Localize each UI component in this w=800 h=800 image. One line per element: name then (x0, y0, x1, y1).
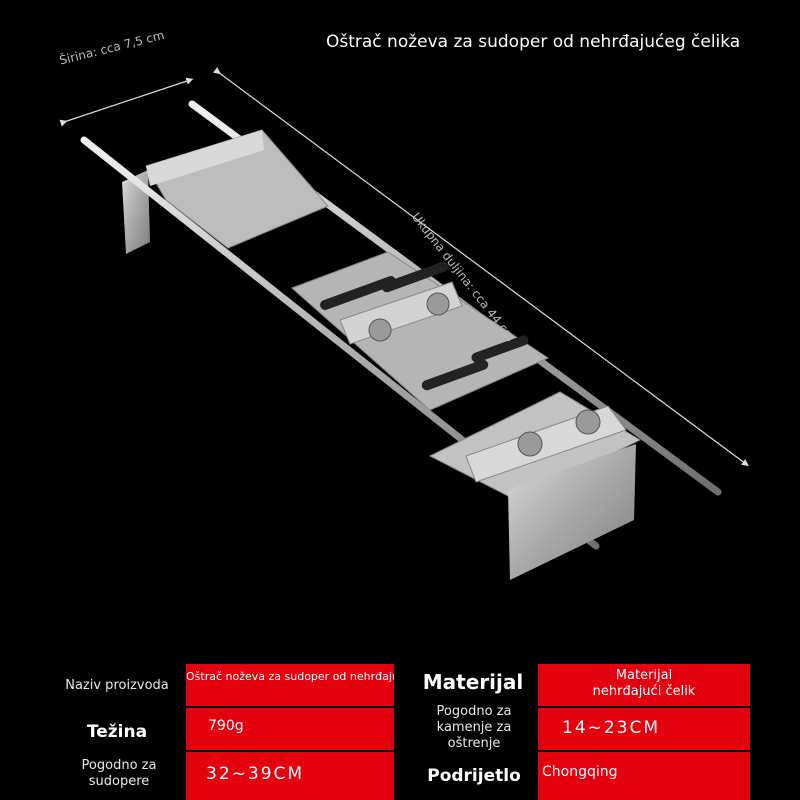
middle-bolt-left (368, 318, 392, 342)
name-label: Naziv proizvoda (65, 678, 169, 693)
right-bolt-right (575, 409, 601, 435)
origin-value: Chongqing (542, 764, 618, 780)
length-arrow (212, 66, 749, 467)
name-value-box: Oštrač noževa za sudoper od nehrđajućeg … (186, 664, 394, 706)
sink-label: Pogodno za sudopere (81, 758, 157, 789)
sink-value-box: 32~39CM (186, 752, 394, 800)
sink-value: 32~39CM (206, 764, 305, 784)
weight-value-box: 790g (186, 708, 394, 750)
weight-label: Težina (86, 722, 148, 742)
right-end-plate (508, 444, 636, 580)
stone-value-box: 14~23CM (538, 708, 750, 750)
right-bolt-left (517, 431, 543, 457)
middle-bolt-right (426, 292, 450, 316)
origin-label: Podrijetlo (427, 766, 521, 786)
weight-value: 790g (208, 718, 244, 734)
material-value-box: Materijal nehrđajući čelik (538, 664, 750, 706)
material-label: Materijal (422, 670, 524, 694)
name-value: Oštrač noževa za sudoper od nehrđajućeg … (186, 670, 394, 683)
width-arrow (59, 77, 194, 127)
stone-value: 14~23CM (562, 718, 661, 738)
page-title: Oštrač noževa za sudoper od nehrđajućeg … (326, 32, 741, 52)
material-value: Materijal nehrđajući čelik (592, 668, 696, 699)
stone-label: Pogodno za kamenje za oštrenje (436, 704, 512, 751)
origin-value-box: Chongqing (538, 752, 750, 800)
